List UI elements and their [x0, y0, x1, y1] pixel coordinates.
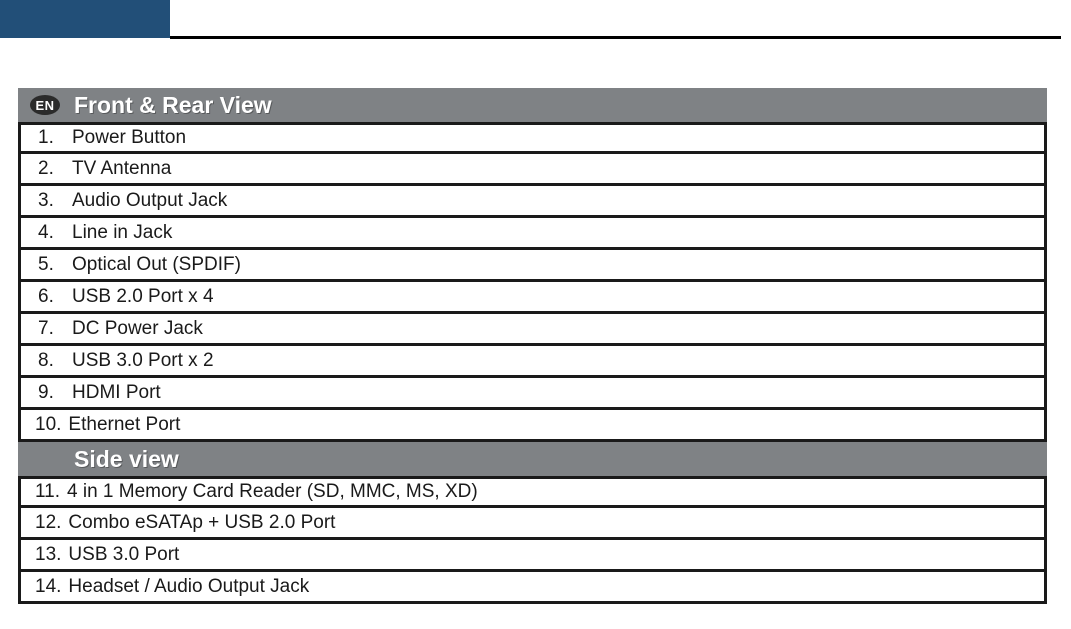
row-number: 7. [38, 317, 54, 339]
row-label: USB 3.0 Port x 2 [72, 349, 214, 371]
row-label: 4 in 1 Memory Card Reader (SD, MMC, MS, … [67, 481, 478, 502]
banner-horizontal-rule [170, 36, 1061, 39]
row-number: 2. [38, 157, 54, 179]
table-row: 5. Optical Out (SPDIF) [18, 250, 1047, 282]
row-label: USB 3.0 Port [68, 543, 180, 565]
table-row: 12. Combo eSATAp + USB 2.0 Port [18, 508, 1047, 540]
row-number: 5. [38, 253, 54, 275]
row-number: 4. [38, 221, 54, 243]
row-number: 6. [38, 285, 54, 307]
section-title: Front & Rear View [74, 91, 272, 118]
row-label: Ethernet Port [68, 413, 181, 435]
row-label: USB 2.0 Port x 4 [72, 285, 214, 307]
row-number: 14. [35, 575, 62, 597]
row-label: Headset / Audio Output Jack [68, 575, 310, 597]
table-row: 9. HDMI Port [18, 378, 1047, 410]
row-label: TV Antenna [72, 157, 172, 179]
table-row: 7. DC Power Jack [18, 314, 1047, 346]
table-row: 10. Ethernet Port [18, 410, 1047, 442]
row-label: DC Power Jack [72, 317, 203, 339]
row-label: HDMI Port [72, 381, 161, 403]
section-title: Side view [74, 445, 179, 472]
table-row: 11. 4 in 1 Memory Card Reader (SD, MMC, M… [18, 476, 1047, 508]
table-row: 4. Line in Jack [18, 218, 1047, 250]
row-label: Line in Jack [72, 221, 173, 243]
language-badge-icon: EN [30, 95, 60, 115]
table-row: 3. Audio Output Jack [18, 186, 1047, 218]
table-row: 6. USB 2.0 Port x 4 [18, 282, 1047, 314]
table-row: 13. USB 3.0 Port [18, 540, 1047, 572]
top-banner [0, 0, 1071, 40]
table-row: 1. Power Button [18, 122, 1047, 154]
row-number: 13. [35, 543, 62, 565]
row-number: 9. [38, 381, 54, 403]
table-row: 2. TV Antenna [18, 154, 1047, 186]
row-number: 8. [38, 349, 54, 371]
row-number: 1. [38, 127, 54, 148]
row-number: 3. [38, 189, 54, 211]
specification-table: EN Front & Rear View 1. Power Button 2. TV An… [18, 88, 1047, 604]
row-number: 11. [35, 481, 61, 502]
table-row: 14. Headset / Audio Output Jack [18, 572, 1047, 604]
row-label: Audio Output Jack [72, 189, 228, 211]
row-label: Power Button [72, 127, 187, 148]
section-header: Side view [18, 442, 1047, 476]
section-header: EN Front & Rear View [18, 88, 1047, 122]
table-row: 8. USB 3.0 Port x 2 [18, 346, 1047, 378]
banner-accent-block [0, 0, 170, 38]
row-number: 10. [35, 413, 62, 435]
row-number: 12. [35, 511, 62, 533]
row-label: Combo eSATAp + USB 2.0 Port [68, 511, 336, 533]
row-label: Optical Out (SPDIF) [72, 253, 241, 275]
